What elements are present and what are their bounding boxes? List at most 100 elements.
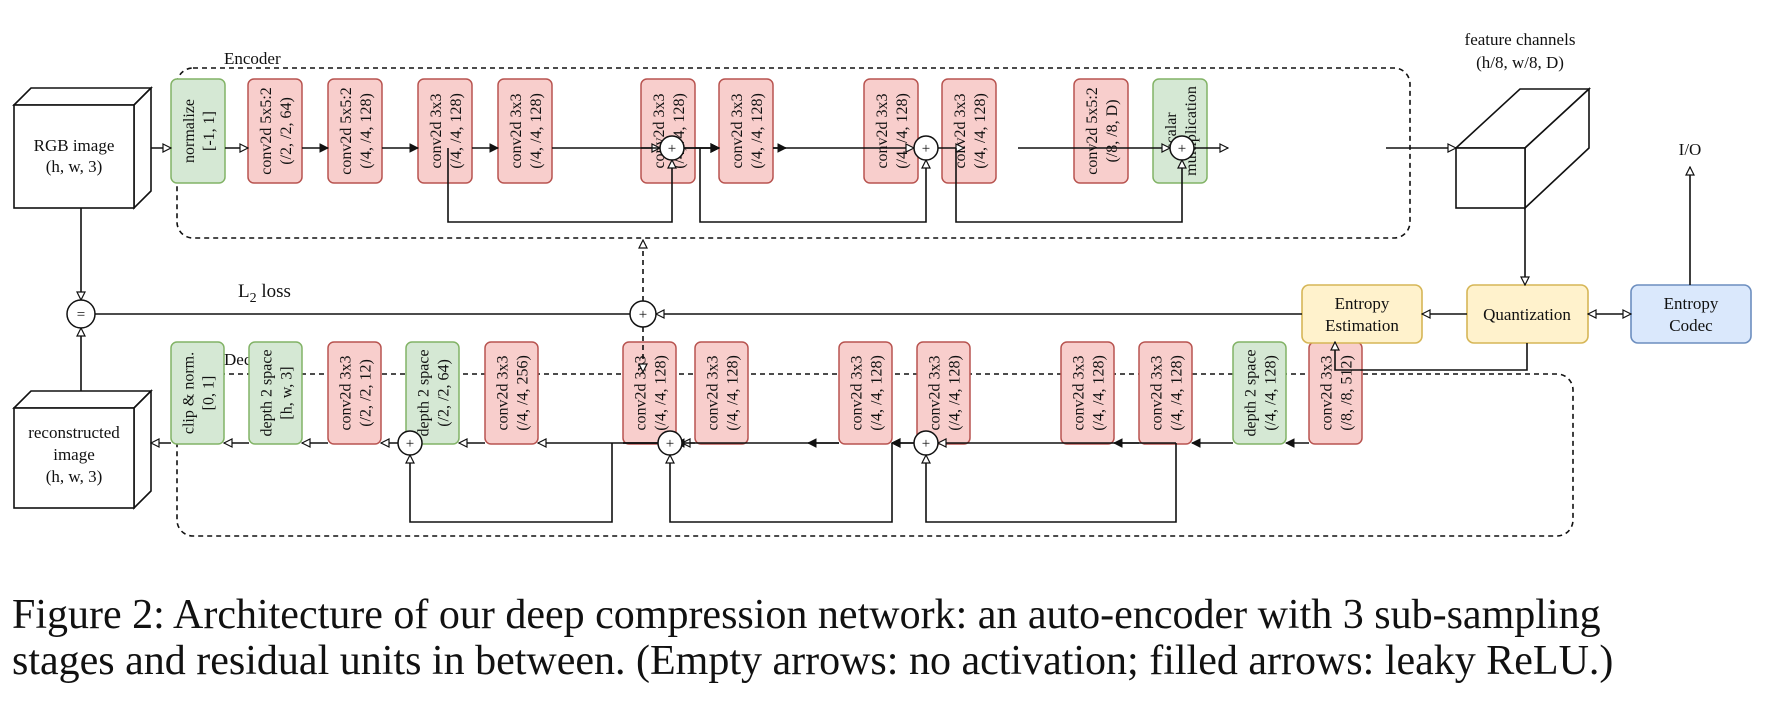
encoder-block-res2b-line-2: (/4, /4, 128)	[749, 93, 766, 169]
encoder-block-res3a: conv2d 3x3(/4, /4, 128)	[863, 78, 919, 184]
decoder-sum-3-symbol: +	[406, 436, 414, 452]
encoder-block-conv1: conv2d 5x5:2(/2, /2, 64)	[247, 78, 303, 184]
encoder-block-res1a-line-2: (/4, /4, 128)	[448, 93, 465, 169]
connector-17	[699, 148, 926, 223]
decoder-block-dres3b: conv2d 3x3(/4, /4, 128)	[694, 341, 749, 445]
decoder-block-d2s_64-line-2: (/2, /2, 64)	[436, 359, 453, 427]
loss-equals-node: =	[66, 299, 96, 329]
encoder-block-conv3-line-1: conv2d 5x5:2	[1084, 87, 1101, 175]
decoder-block-dres1b-line-1: conv2d 3x3	[1149, 355, 1166, 430]
decoder-block-d2s_128-line-1: depth 2 space	[1243, 349, 1260, 436]
encoder-block-res2b-line-1: conv2d 3x3	[729, 93, 746, 168]
encoder-sum-2-node: +	[913, 135, 939, 161]
rgb-image-line-1: RGB image	[34, 136, 115, 155]
encoder-block-conv1-line-2: (/2, /2, 64)	[278, 97, 295, 165]
entropy-estimation-box: Entropy Estimation	[1301, 284, 1423, 344]
decoder-block-d2s_final-line-2: [h, w, 3]	[279, 366, 296, 419]
decoder-block-dres3a: conv2d 3x3(/4, /4, 128)	[622, 341, 677, 445]
encoder-block-normalize-line-2: [-1, 1]	[201, 111, 218, 151]
feature-channels-line-2: (h/8, w/8, D)	[1476, 53, 1564, 72]
quantization-label: Quantization	[1483, 305, 1571, 324]
l2-loss-label: L2 loss	[238, 281, 291, 306]
encoder-block-conv2: conv2d 5x5:2(/4, /4, 128)	[327, 78, 383, 184]
entropy-codec-box: Entropy Codec	[1630, 284, 1752, 344]
decoder-block-dconv12: conv2d 3x3(/2, /2, 12)	[327, 341, 382, 445]
encoder-sum-2-symbol: +	[922, 141, 930, 157]
decoder-block-dconv12-line-1: conv2d 3x3	[338, 355, 355, 430]
reconstructed-line-2: image	[53, 445, 95, 464]
quantization-box: Quantization	[1466, 284, 1589, 344]
feature-channels-line-1: feature channels	[1465, 30, 1576, 49]
entropy-codec-line-2: Codec	[1669, 316, 1713, 335]
decoder-block-d2s_final: depth 2 space[h, w, 3]	[248, 341, 303, 445]
encoder-block-res3a-line-1: conv2d 3x3	[874, 93, 891, 168]
decoder-block-dres3b-line-1: conv2d 3x3	[705, 355, 722, 430]
caption-line-2: stages and residual units in between. (E…	[12, 638, 1614, 684]
decoder-block-d2s_128-line-2: (/4, /4, 128)	[1263, 355, 1280, 431]
decoder-group	[176, 373, 1574, 537]
encoder-label: Encoder	[224, 49, 281, 68]
entropy-estimation-line-1: Entropy	[1335, 294, 1390, 313]
decoder-sum-1-symbol: +	[922, 436, 930, 452]
decoder-block-clip-line-1: clip & norm.	[181, 352, 198, 434]
encoder-block-conv2-line-2: (/4, /4, 128)	[358, 93, 375, 169]
loss-sum-symbol: +	[639, 307, 647, 323]
encoder-block-res3b-line-2: (/4, /4, 128)	[972, 93, 989, 169]
encoder-block-res3b-line-1: conv2d 3x3	[952, 93, 969, 168]
encoder-block-res1a: conv2d 3x3(/4, /4, 128)	[417, 78, 473, 184]
decoder-block-dres2a-line-2: (/4, /4, 128)	[869, 355, 886, 431]
encoder-block-res2b: conv2d 3x3(/4, /4, 128)	[718, 78, 774, 184]
reconstructed-line-3: (h, w, 3)	[46, 467, 103, 486]
connector-40	[670, 443, 893, 523]
encoder-sum-1-symbol: +	[668, 141, 676, 157]
encoder-sum-3-symbol: +	[1178, 141, 1186, 157]
encoder-block-res2a: conv2d 3x3(/4, /4, 128)	[640, 78, 696, 184]
encoder-block-conv1-line-1: conv2d 5x5:2	[258, 87, 275, 175]
decoder-block-dres1b-line-2: (/4, /4, 128)	[1169, 355, 1186, 431]
encoder-block-scalar-line-2: multiplication	[1183, 86, 1200, 176]
reconstructed-line-1: reconstructed	[28, 423, 120, 442]
decoder-block-d2s_64-line-1: depth 2 space	[416, 349, 433, 436]
encoder-block-res1b: conv2d 3x3(/4, /4, 128)	[497, 78, 553, 184]
encoder-block-conv3: conv2d 5x5:2(/8, /8, D)	[1073, 78, 1129, 184]
decoder-block-d2s_final-line-1: depth 2 space	[259, 349, 276, 436]
decoder-block-dres3b-line-2: (/4, /4, 128)	[725, 355, 742, 431]
decoder-block-dconv256-line-1: conv2d 3x3	[495, 355, 512, 430]
decoder-block-dres1a-line-2: (/4, /4, 128)	[1091, 355, 1108, 431]
decoder-block-dres1a-line-1: conv2d 3x3	[1071, 355, 1088, 430]
decoder-block-dres2a-line-1: conv2d 3x3	[849, 355, 866, 430]
decoder-block-dres1b: conv2d 3x3(/4, /4, 128)	[1138, 341, 1193, 445]
loss-equals-symbol: =	[77, 307, 85, 323]
io-label: I/O	[1679, 140, 1702, 159]
decoder-block-d2s_128: depth 2 space(/4, /4, 128)	[1232, 341, 1287, 445]
decoder-sum-2-symbol: +	[666, 436, 674, 452]
connector-18	[955, 148, 1182, 223]
decoder-block-dconv12-line-2: (/2, /2, 12)	[358, 359, 375, 427]
decoder-block-dconv512-line-1: conv2d 3x3	[1319, 355, 1336, 430]
decoder-sum-3-node: +	[397, 430, 423, 456]
encoder-block-res1b-line-2: (/4, /4, 128)	[528, 93, 545, 169]
entropy-estimation-line-2: Estimation	[1325, 316, 1399, 335]
decoder-block-dconv512-line-2: (/8, /8, 512)	[1339, 355, 1356, 431]
encoder-block-res1b-line-1: conv2d 3x3	[508, 93, 525, 168]
entropy-codec-line-1: Entropy	[1664, 294, 1719, 313]
rgb-image-block: RGB image (h, w, 3)	[12, 86, 153, 210]
decoder-block-dres2b-line-2: (/4, /4, 128)	[947, 355, 964, 431]
connector-16	[447, 148, 672, 223]
encoder-block-normalize: normalize[-1, 1]	[170, 78, 226, 184]
decoder-sum-2-node: +	[657, 430, 683, 456]
decoder-block-clip: clip & norm.[0, 1]	[170, 341, 225, 445]
caption-line-1: Figure 2: Architecture of our deep compr…	[12, 592, 1601, 638]
decoder-block-clip-line-2: [0, 1]	[201, 376, 218, 411]
reconstructed-image-block: reconstructed image (h, w, 3)	[12, 389, 153, 510]
decoder-block-dres3a-line-2: (/4, /4, 128)	[653, 355, 670, 431]
decoder-block-dres3a-line-1: conv2d 3x3	[633, 355, 650, 430]
encoder-block-res3b: conv2d 3x3(/4, /4, 128)	[941, 78, 997, 184]
rgb-image-line-2: (h, w, 3)	[46, 157, 103, 176]
connector-52	[410, 443, 613, 523]
decoder-block-dres2b-line-1: conv2d 3x3	[927, 355, 944, 430]
decoder-block-dconv256-line-2: (/4, /4, 256)	[515, 355, 532, 431]
encoder-sum-3-node: +	[1169, 135, 1195, 161]
decoder-block-d2s_64: depth 2 space(/2, /2, 64)	[405, 341, 460, 445]
